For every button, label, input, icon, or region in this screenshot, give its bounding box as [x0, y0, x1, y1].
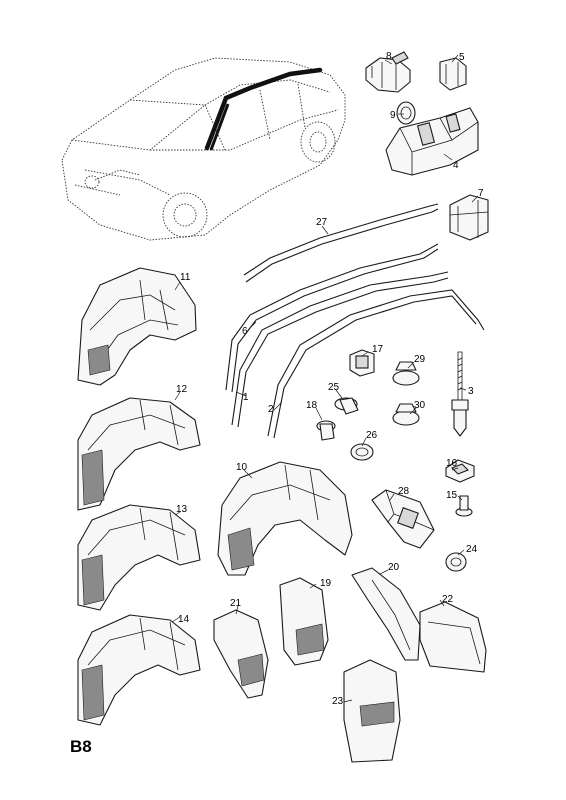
splash-guard-22 [419, 601, 487, 673]
callout-6: 6 [242, 326, 248, 337]
strip-1 [231, 271, 449, 428]
strip-2 [267, 289, 485, 439]
callout-17: 17 [372, 344, 384, 355]
callout-29: 29 [414, 354, 426, 365]
callout-23: 23 [332, 696, 344, 707]
clip-25 [334, 397, 359, 415]
callout-30: 30 [414, 400, 426, 411]
callout-10: 10 [236, 462, 248, 473]
callout-13: 13 [176, 504, 188, 515]
wheel-arch-liner-11 [77, 267, 197, 386]
grommet-30 [392, 403, 420, 426]
page-code: B8 [70, 737, 92, 756]
clip-7 [449, 194, 489, 241]
clip-18 [316, 420, 336, 441]
callout-28: 28 [398, 486, 410, 497]
wheel-arch-liner-10 [217, 461, 353, 576]
clip-5 [439, 57, 467, 91]
splash-guard-20 [351, 567, 421, 661]
plug-26 [350, 443, 374, 461]
callout-14: 14 [178, 614, 190, 625]
callout-3: 3 [468, 386, 474, 397]
wheel-arch-liner-13 [77, 504, 201, 611]
clip-8 [365, 51, 411, 93]
callout-7: 7 [478, 188, 484, 199]
callout-5: 5 [459, 52, 465, 63]
callout-4: 4 [453, 160, 459, 171]
screw-15 [455, 495, 473, 517]
callout-2: 2 [268, 404, 274, 415]
vehicle-illustration [61, 57, 346, 241]
callout-labels: 8 5 9 4 7 27 11 6 17 29 3 25 12 1 18 2 3… [176, 51, 484, 707]
bracket-28 [371, 489, 435, 549]
nut-17 [349, 349, 375, 377]
clip-16 [445, 459, 475, 483]
callout-19: 19 [320, 578, 332, 589]
splash-guard-19 [279, 577, 329, 666]
callout-24: 24 [466, 544, 478, 555]
splash-guard-21 [213, 609, 269, 699]
callout-18: 18 [306, 400, 318, 411]
bracket-4 [385, 107, 479, 176]
callout-15: 15 [446, 490, 458, 501]
ring-9 [396, 101, 416, 125]
grommet-29 [392, 361, 420, 386]
callout-25: 25 [328, 382, 340, 393]
callout-8: 8 [386, 51, 392, 62]
splash-guard-23 [343, 659, 401, 763]
wheel-arch-liner-14 [77, 614, 201, 726]
strip-6 [225, 243, 439, 393]
callout-9: 9 [390, 110, 396, 121]
callout-26: 26 [366, 430, 378, 441]
wheel-arch-liner-12 [77, 397, 201, 511]
callout-20: 20 [388, 562, 400, 573]
nut-24 [445, 552, 467, 572]
callout-21: 21 [230, 598, 242, 609]
callout-12: 12 [176, 384, 188, 395]
callout-11: 11 [180, 272, 191, 283]
bolt-3 [451, 351, 469, 437]
callout-27: 27 [316, 217, 328, 228]
callout-16: 16 [446, 458, 458, 469]
leader-lines [171, 54, 479, 703]
callout-22: 22 [442, 594, 454, 605]
callout-1: 1 [243, 392, 249, 403]
strip-27 [243, 203, 439, 283]
